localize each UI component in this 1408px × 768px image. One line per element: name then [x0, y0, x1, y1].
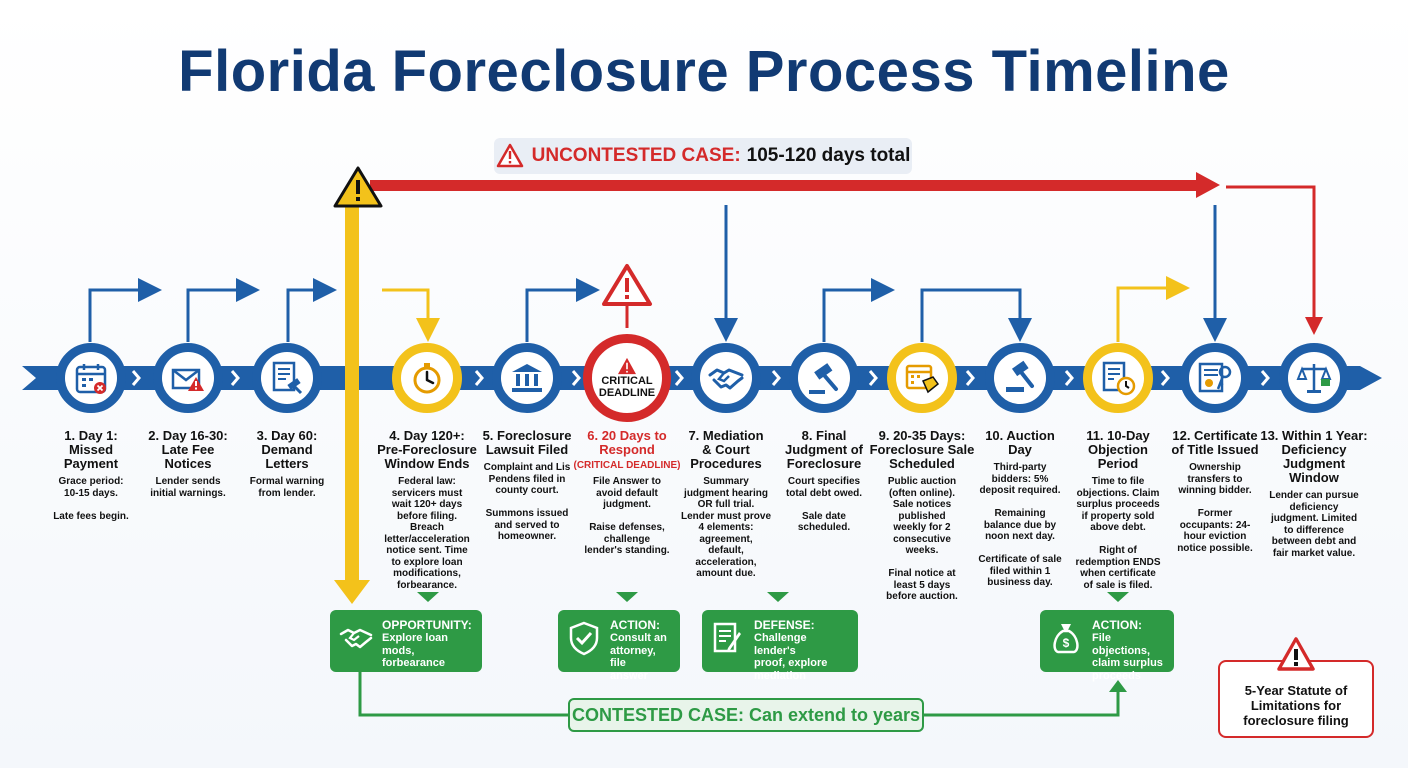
critical-warning-icon [602, 264, 652, 306]
action-attorney-text: Consult an attorney, file answer [610, 632, 667, 682]
step-6-node: CRITICAL DEADLINE [583, 334, 671, 422]
step-13-description: Lender can pursue deficiency judgment. L… [1269, 490, 1359, 559]
defense-heading: DEFENSE: [754, 618, 815, 632]
action-objection-text: File objections, claim surplus proceeds [1092, 632, 1163, 682]
money-bag-icon: $ [1053, 624, 1079, 654]
step-9-description: Public auction (often online). Sale noti… [886, 476, 958, 602]
contested-path [358, 672, 1120, 717]
step-8-description: Court specifies total debt owed. Sale da… [785, 476, 863, 533]
uncontested-arrow [370, 172, 1323, 335]
calendar-tag-icon [905, 364, 940, 394]
opportunity-heading: OPPORTUNITY: [382, 618, 472, 632]
courthouse-icon [512, 364, 542, 392]
step-11-node [1083, 343, 1153, 413]
step-1-label: 1. Day 1: Missed Payment [63, 428, 119, 471]
page-title: Florida Foreclosure Process Timeline [178, 39, 1230, 104]
action-attorney-heading: ACTION: [610, 618, 660, 632]
scales-icon [1296, 364, 1332, 393]
step-3-label: 3. Day 60: Demand Letters [256, 428, 318, 471]
document-gavel-icon [272, 361, 303, 395]
step-11-description: Time to file objections. Claim surplus p… [1075, 476, 1161, 591]
step-1-node [56, 343, 126, 413]
opportunity-text: Explore loan mods, forbearance [382, 632, 449, 669]
step-6-sublabel: (CRITICAL DEADLINE) [573, 460, 681, 471]
statute-warning-icon [1277, 637, 1315, 671]
defense-text: Challenge lender's proof, explore mediat… [754, 632, 828, 682]
step-10-description: Third-party bidders: 5% deposit required… [978, 462, 1062, 588]
uncontested-label: UNCONTESTED CASE: [531, 145, 741, 166]
step-4-node [392, 343, 462, 413]
contested-banner: CONTESTED CASE: Can extend to years [568, 698, 924, 732]
step-8-label: 8. Final Judgment of Foreclosure [785, 428, 863, 471]
step-6-description: File Answer to avoid default judgment. R… [584, 476, 670, 556]
warning-icon [617, 357, 636, 375]
step-8-node [789, 343, 859, 413]
envelope-warning-icon [171, 368, 204, 391]
step-9-label: 9. 20-35 Days: Foreclosure Sale Schedule… [869, 428, 975, 471]
step-2-label: 2. Day 16-30: Late Fee Notices [148, 428, 228, 471]
opportunity-box: OPPORTUNITY: Explore loan mods, forbeara… [330, 610, 482, 672]
pillar-warning-icon [333, 166, 383, 208]
certificate-key-icon [1198, 362, 1232, 393]
warning-icon [496, 143, 523, 168]
calendar-icon [75, 364, 107, 394]
auction-gavel-icon [1006, 360, 1034, 392]
step-12-label: 12. Certificate of Title Issued [1171, 428, 1259, 457]
step-3-description: Formal warning from lender. [249, 476, 325, 499]
action-objection-heading: ACTION: [1092, 618, 1142, 632]
document-clock-icon [1102, 361, 1136, 396]
handshake-icon [708, 368, 744, 390]
step-4-description: Federal law: servicers must wait 120+ da… [384, 476, 470, 591]
action-objection-box: $ ACTION: File objections, claim surplus… [1040, 610, 1174, 682]
step-2-description: Lender sends initial warnings. [150, 476, 226, 499]
step-5-label: 5. Foreclosure Lawsuit Filed [482, 428, 572, 457]
step-7-node [691, 343, 761, 413]
svg-text:$: $ [1063, 636, 1070, 650]
step-7-label: 7. Mediation & Court Procedures [688, 428, 764, 471]
step-3-node [252, 343, 322, 413]
step-10-node [985, 343, 1055, 413]
action-pointers [417, 592, 1129, 602]
shield-check-icon [569, 621, 599, 656]
defense-box: DEFENSE: Challenge lender's proof, explo… [702, 610, 858, 682]
stopwatch-icon [413, 363, 441, 394]
step-11-label: 11. 10-Day Objection Period [1086, 428, 1150, 471]
step-12-description: Ownership transfers to winning bidder. F… [1177, 462, 1253, 554]
statute-box: 5-Year Statute of Limitations for forecl… [1218, 660, 1374, 738]
step-13-label: 13. Within 1 Year: Deficiency Judgment W… [1260, 428, 1368, 485]
step-10-label: 10. Auction Day [985, 428, 1055, 457]
step-6-label: 6. 20 Days to Respond [587, 428, 667, 457]
step-4-label: 4. Day 120+: Pre-Foreclosure Window Ends [377, 428, 477, 471]
critical-deadline-text: CRITICAL DEADLINE [598, 375, 656, 399]
step-1-description: Grace period: 10-15 days. Late fees begi… [53, 476, 129, 522]
step-connectors [88, 205, 1227, 342]
uncontested-banner: UNCONTESTED CASE: 105-120 days total [494, 138, 912, 174]
document-pen-icon [713, 622, 741, 653]
step-9-node [887, 343, 957, 413]
step-5-description: Complaint and Lis Pendens filed in count… [483, 462, 571, 542]
action-attorney-box: ACTION: Consult an attorney, file answer [558, 610, 680, 682]
gavel-icon [809, 363, 838, 394]
step-5-node [492, 343, 562, 413]
uncontested-duration: 105-120 days total [746, 145, 911, 166]
step-7-description: Summary judgment hearing OR full trial. … [680, 476, 772, 579]
step-13-node [1279, 343, 1349, 413]
step-2-node [153, 343, 223, 413]
pre-foreclosure-pillar [334, 205, 370, 604]
handshake-icon [339, 628, 373, 649]
step-12-node [1180, 343, 1250, 413]
